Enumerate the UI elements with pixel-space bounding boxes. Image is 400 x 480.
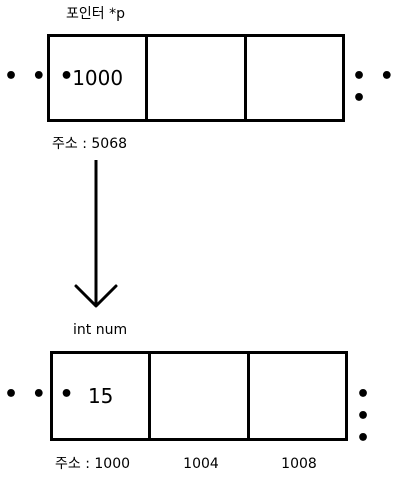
pointer-title: 포인터 *p [66, 6, 125, 22]
arrow-head [74, 284, 118, 308]
left-ellipsis-bottom: • • • [4, 382, 77, 407]
int-cell-1-value: 15 [87, 384, 114, 408]
right-ellipsis-bottom: • • • [356, 382, 374, 451]
int-memory-row: 15 [50, 351, 348, 441]
pointer-address-label: 주소 : 5068 [52, 136, 128, 152]
pointer-cell-1-value: 1000 [72, 66, 124, 90]
int-cell-2 [151, 354, 250, 438]
right-ellipsis-top: • • • [352, 64, 397, 111]
int-next-address-1: 1004 [183, 456, 219, 472]
int-cell-1: 15 [53, 354, 152, 438]
int-cell-3 [250, 354, 345, 438]
pointer-cell-2 [148, 37, 247, 119]
int-next-address-2: 1008 [281, 456, 317, 472]
left-ellipsis-top: • • • [4, 64, 77, 89]
pointer-memory-row: 1000 [47, 34, 345, 122]
int-address-label: 주소 : 1000 [55, 456, 131, 472]
int-title: int num [73, 322, 128, 338]
pointer-cell-1: 1000 [50, 37, 149, 119]
